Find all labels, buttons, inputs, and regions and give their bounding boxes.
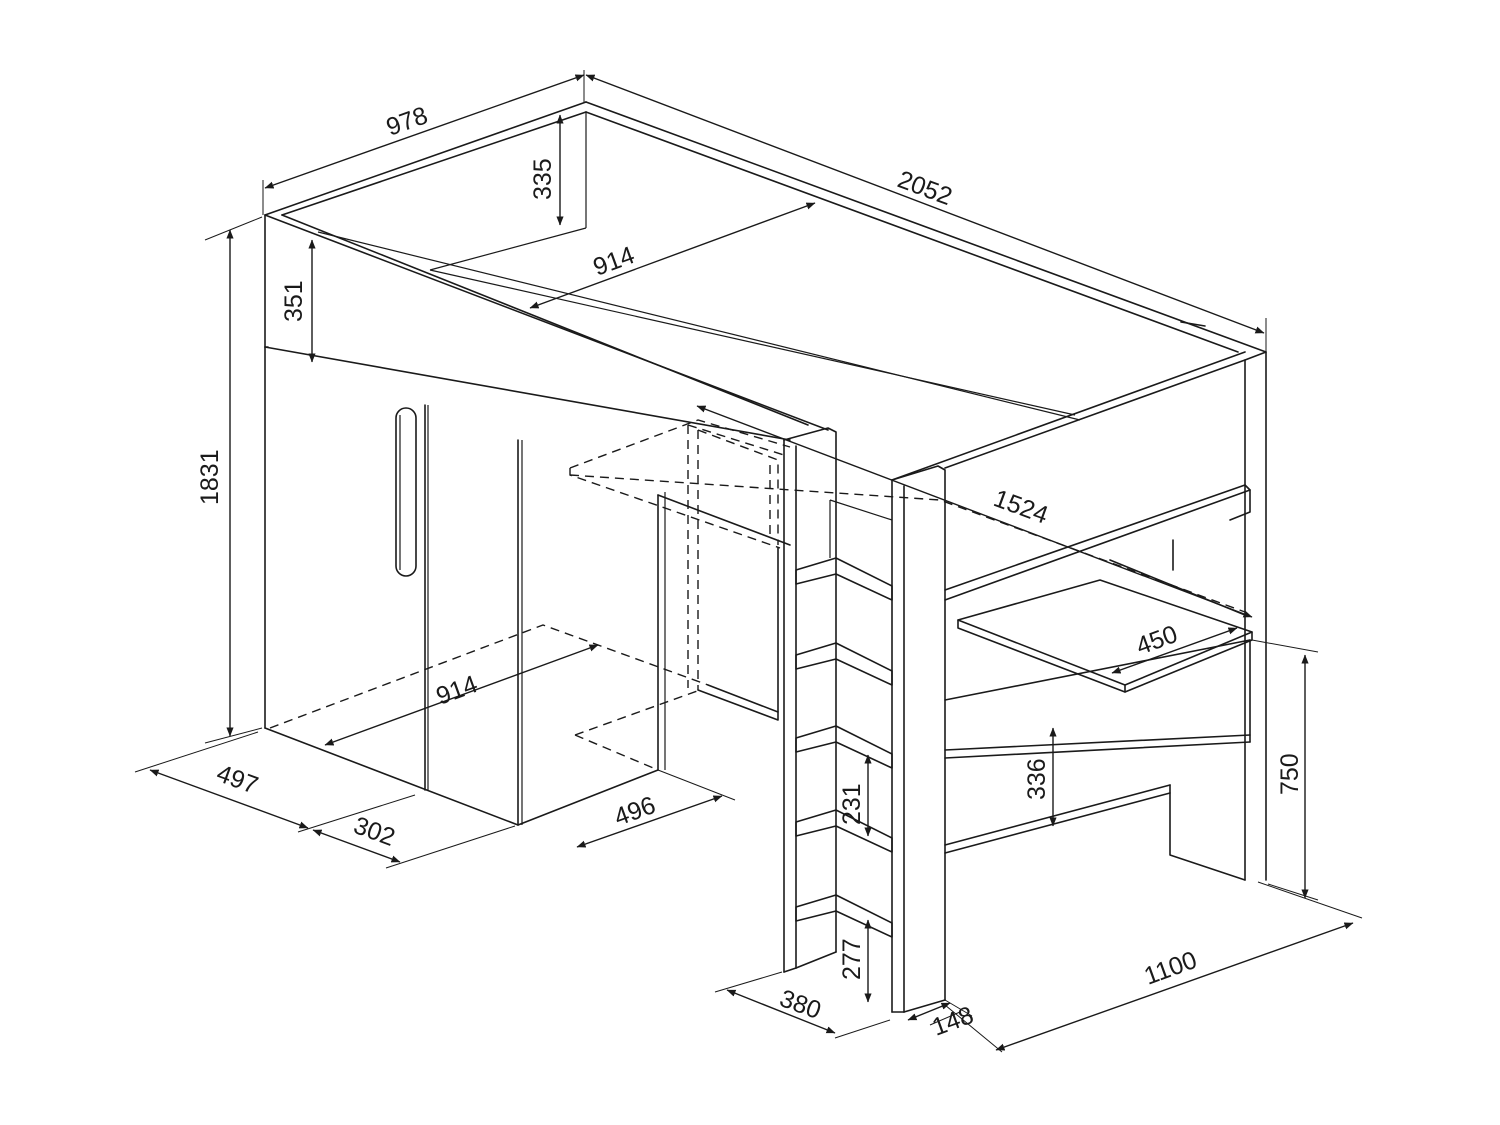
dim-ladder-width: 148 — [928, 1001, 977, 1042]
bed-frame — [264, 101, 1267, 881]
dim-desk-unit-depth: 496 — [610, 791, 659, 832]
dim-wardrobe-depth-floor: 914 — [432, 670, 481, 711]
dim-wardrobe-depth: 497 — [213, 759, 262, 800]
dim-desk-height: 750 — [1276, 753, 1304, 795]
dim-desk-width: 1100 — [1140, 946, 1200, 991]
dim-mattress-width-top: 914 — [589, 241, 638, 282]
dim-step-spacing: 231 — [838, 783, 866, 825]
ladder — [783, 427, 946, 1013]
dim-ladder-depth: 380 — [776, 984, 825, 1025]
dim-overall-depth: 978 — [383, 101, 432, 141]
dim-overall-height: 1831 — [196, 449, 224, 505]
dim-front-panel-height: 351 — [280, 280, 308, 322]
dim-top-rail-height: 335 — [529, 158, 557, 200]
dim-desk-length: 1524 — [990, 484, 1052, 529]
wardrobe — [264, 404, 791, 826]
dimension-lines — [134, 70, 1363, 1053]
desk — [944, 539, 1253, 881]
wardrobe-handle-icon — [395, 407, 417, 577]
dim-shelf-opening-height: 336 — [1023, 758, 1051, 800]
dim-bottom-step-height: 277 — [838, 938, 866, 980]
